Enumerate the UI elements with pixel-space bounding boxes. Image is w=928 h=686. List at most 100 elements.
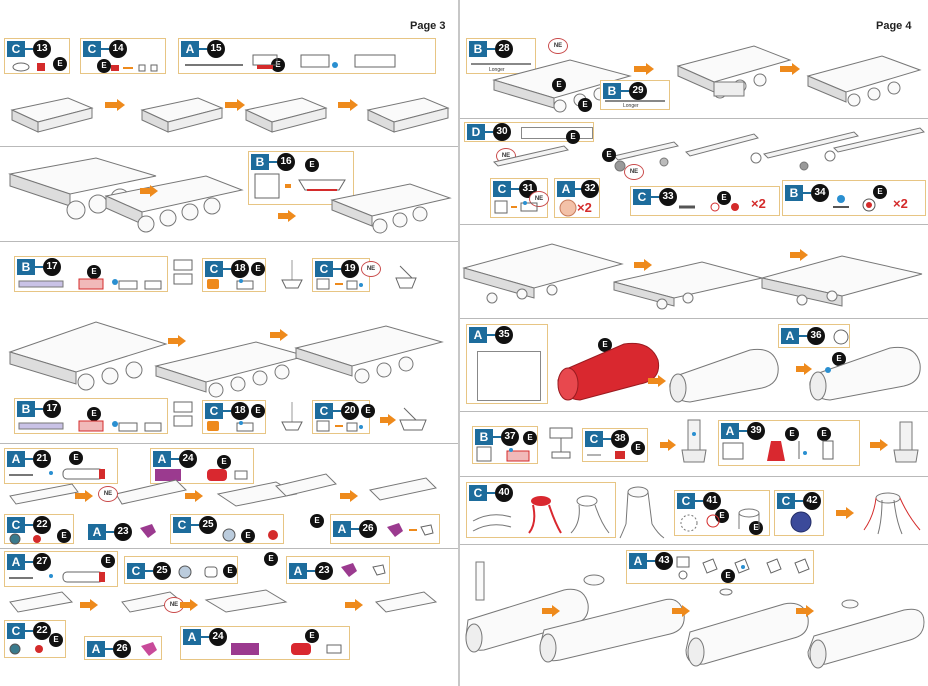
orange-right-arrow-icon (278, 213, 288, 219)
e-tab-icon: E (552, 78, 566, 92)
part-sketch-icon (221, 517, 281, 543)
orange-right-arrow-icon (180, 602, 190, 608)
e-tab-icon: E (101, 554, 115, 568)
step-letter-badge: A (87, 641, 105, 657)
step-20-box: C 20 E (312, 400, 370, 434)
cab-assembly-row-4 (6, 470, 446, 518)
quantity-multiplier: ×2 (577, 200, 592, 215)
step-letter-badge: A (557, 181, 575, 197)
step-letter-badge: A (781, 328, 799, 344)
step-13-box: C 13 E (4, 38, 70, 74)
part-sketch-icon (9, 533, 53, 545)
step-letter-badge: C (127, 563, 145, 579)
e-tab-icon: E (87, 407, 101, 421)
step-number: 20 (341, 402, 359, 420)
orange-right-arrow-icon (140, 188, 150, 194)
e-tab-icon: E (57, 529, 71, 543)
chassis-with-wheels-assembly (6, 154, 246, 234)
step-letter-badge: A (153, 451, 171, 467)
ne-icon: NE (361, 261, 381, 277)
step-25-box-a: C 25 E (170, 514, 284, 544)
step-40-box: C 40 (466, 482, 616, 538)
part-sketch-icon (207, 421, 263, 433)
step-17-box-top: B 17 E (14, 256, 168, 292)
orange-right-arrow-icon (796, 366, 804, 372)
orange-right-arrow-icon (345, 602, 355, 608)
orange-right-arrow-icon (80, 602, 90, 608)
step-39-box: A 39 E E (718, 420, 860, 466)
step-18-box-top: C 18 E (202, 258, 266, 292)
orange-right-arrow-icon (338, 102, 350, 108)
part-sketch-icon (587, 451, 645, 461)
step-letter-badge: C (7, 517, 25, 533)
part-sketch-icon (477, 447, 535, 463)
part-sketch-icon (317, 421, 369, 433)
ne-icon: NE (98, 486, 118, 502)
part-sketch-icon (280, 400, 306, 436)
step-18-box-bottom: C 18 E (202, 400, 266, 434)
step-33-box: C 33 E ×2 (630, 186, 780, 216)
step-number: 15 (207, 40, 225, 58)
step-27-box: A 27 E (4, 551, 118, 587)
orange-right-arrow-icon (340, 493, 350, 499)
orange-right-arrow-icon (75, 493, 85, 499)
e-tab-icon: E (53, 57, 67, 71)
orange-right-arrow-icon (836, 510, 846, 516)
step-letter-badge: A (181, 41, 199, 57)
step-letter-badge: C (7, 623, 25, 639)
step-41-box: C 41 E E (674, 490, 770, 536)
step-26-box-b: A 26 (84, 636, 162, 660)
step-number: 21 (33, 450, 51, 468)
step-letter-badge: C (315, 261, 333, 277)
step-14-box: C 14 E (80, 38, 166, 74)
frame-rails-assembly (464, 126, 924, 186)
part-sketch-icon (789, 511, 813, 533)
step-number: 26 (359, 520, 377, 538)
step-number: 24 (209, 628, 227, 646)
step-number: 32 (581, 180, 599, 198)
boiler-with-chimney-assembly (464, 560, 926, 670)
step-number: 13 (33, 40, 51, 58)
orange-right-arrow-icon (780, 66, 792, 72)
part-sketch-icon (172, 400, 196, 434)
part-sketch-icon (495, 201, 543, 215)
part-sketch-icon (9, 643, 49, 655)
part-sketch-icon (139, 640, 159, 658)
step-letter-badge: B (785, 185, 803, 201)
step-letter-badge: A (7, 554, 25, 570)
step-number: 35 (495, 326, 513, 344)
e-tab-icon: E (523, 431, 537, 445)
step-letter-badge: C (83, 41, 101, 57)
chimney-part (620, 484, 670, 540)
step-number: 29 (629, 82, 647, 100)
step-number: 23 (315, 562, 333, 580)
quantity-multiplier: ×2 (751, 196, 766, 211)
step-letter-badge: A (333, 521, 351, 537)
step-letter-badge: C (677, 493, 695, 509)
part-sketch-icon (19, 279, 165, 291)
step-35-box: A 35 (466, 324, 548, 404)
step-number: 22 (33, 516, 51, 534)
chassis-assembly-right-row-1c (806, 48, 924, 106)
e-tab-icon: E (566, 130, 580, 144)
frame-on-chassis-assembly (462, 232, 926, 310)
e-tab-icon: E (602, 148, 616, 162)
part-sketch-icon (111, 63, 161, 73)
step-letter-badge: A (469, 327, 487, 343)
e-tab-icon: E (251, 404, 265, 418)
chassis-assembly-row-1 (8, 88, 448, 138)
orange-right-arrow-icon (105, 102, 117, 108)
part-sketch-icon (11, 61, 51, 73)
step-19-box: C 19 NE (312, 258, 370, 292)
step-letter-badge: B (475, 429, 493, 445)
step-number: 26 (113, 640, 131, 658)
orange-right-arrow-icon (185, 493, 195, 499)
dome-part (680, 418, 710, 468)
step-letter-badge: B (469, 41, 487, 57)
e-tab-icon: E (97, 59, 111, 73)
step-letter-badge: C (493, 181, 511, 197)
step-letter-badge: C (7, 41, 25, 57)
boiler-assembly (666, 346, 782, 402)
step-15-box: A 15 E (178, 38, 436, 74)
part-sketch-icon (138, 522, 158, 540)
